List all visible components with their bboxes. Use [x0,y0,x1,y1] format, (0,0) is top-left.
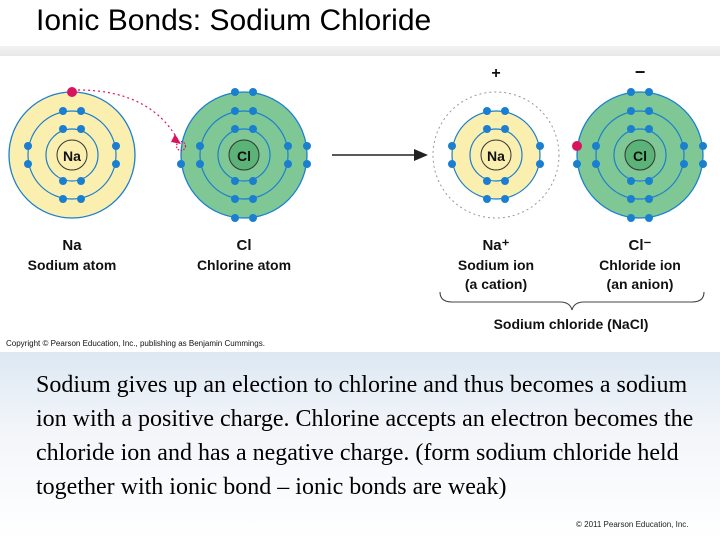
chlorine-atom-label: Chlorine atom [197,257,291,273]
chloride-ion-shell-2 [595,110,685,200]
sodium-valence-electron [67,87,77,97]
sodium-ion-electrons [448,107,544,203]
electron-transfer-arrowhead [171,134,181,144]
sodium-ion-empty-shell [432,91,560,219]
sodium-atom-symbol: Na [62,237,82,254]
ionic-bond-diagram: Na Cl + Na [6,62,707,348]
sodium-ion-symbol: Na⁺ [482,237,509,254]
footer-copyright: © 2011 Pearson Education, Inc. [576,520,689,529]
sodium-atom-shell-1 [45,128,99,182]
sodium-ion: + Na [432,65,560,219]
title-divider [0,46,720,56]
chlorine-atom-electrons [177,88,311,222]
copyright-note: Copyright © Pearson Education, Inc., pub… [6,339,265,348]
chloride-ion-shell-1 [613,128,667,182]
chloride-ion: − Cl [572,62,707,222]
sodium-atom-electrons [24,107,120,203]
chlorine-atom-nucleus [228,139,260,171]
sodium-atom-shell-2 [27,110,117,200]
sodium-atom: Na [8,87,136,219]
sodium-ion-sublabel: (a cation) [465,276,527,292]
chloride-ion-sublabel: (an anion) [607,276,674,292]
chlorine-atom-nucleus-label: Cl [237,148,251,164]
chloride-ion-electrons [573,88,707,222]
sodium-ion-label: Sodium ion [458,257,534,273]
chlorine-atom-shell-2 [199,110,289,200]
compound-brace [439,291,705,311]
body-background [0,352,720,540]
chlorine-atom-symbol: Cl [237,237,252,254]
negative-charge: − [635,62,646,82]
slide-title: Ionic Bonds: Sodium Chloride [36,4,432,37]
chlorine-atom: Cl [175,88,311,222]
reaction-arrowhead [414,149,428,161]
chlorine-atom-shell-1 [217,128,271,182]
electron-transfer-arrow [77,89,179,141]
slide-body-text: Sodium gives up an election to chlorine … [36,372,694,500]
sodium-atom-nucleus-label: Na [63,148,81,164]
chloride-ion-nucleus-label: Cl [633,148,647,164]
sodium-ion-nucleus-label: Na [487,148,505,164]
positive-charge: + [491,65,500,82]
chloride-ion-symbol: Cl⁻ [629,237,652,254]
sodium-ion-nucleus [480,139,512,171]
chloride-ion-nucleus [624,139,656,171]
sodium-ion-shell-1 [469,128,523,182]
sodium-atom-label: Sodium atom [28,257,117,273]
compound-label: Sodium chloride (NaCl) [494,316,649,332]
chloride-gained-electron [572,141,582,151]
chlorine-vacancy [175,140,187,152]
chloride-ion-label: Chloride ion [599,257,681,273]
sodium-atom-nucleus [56,139,88,171]
